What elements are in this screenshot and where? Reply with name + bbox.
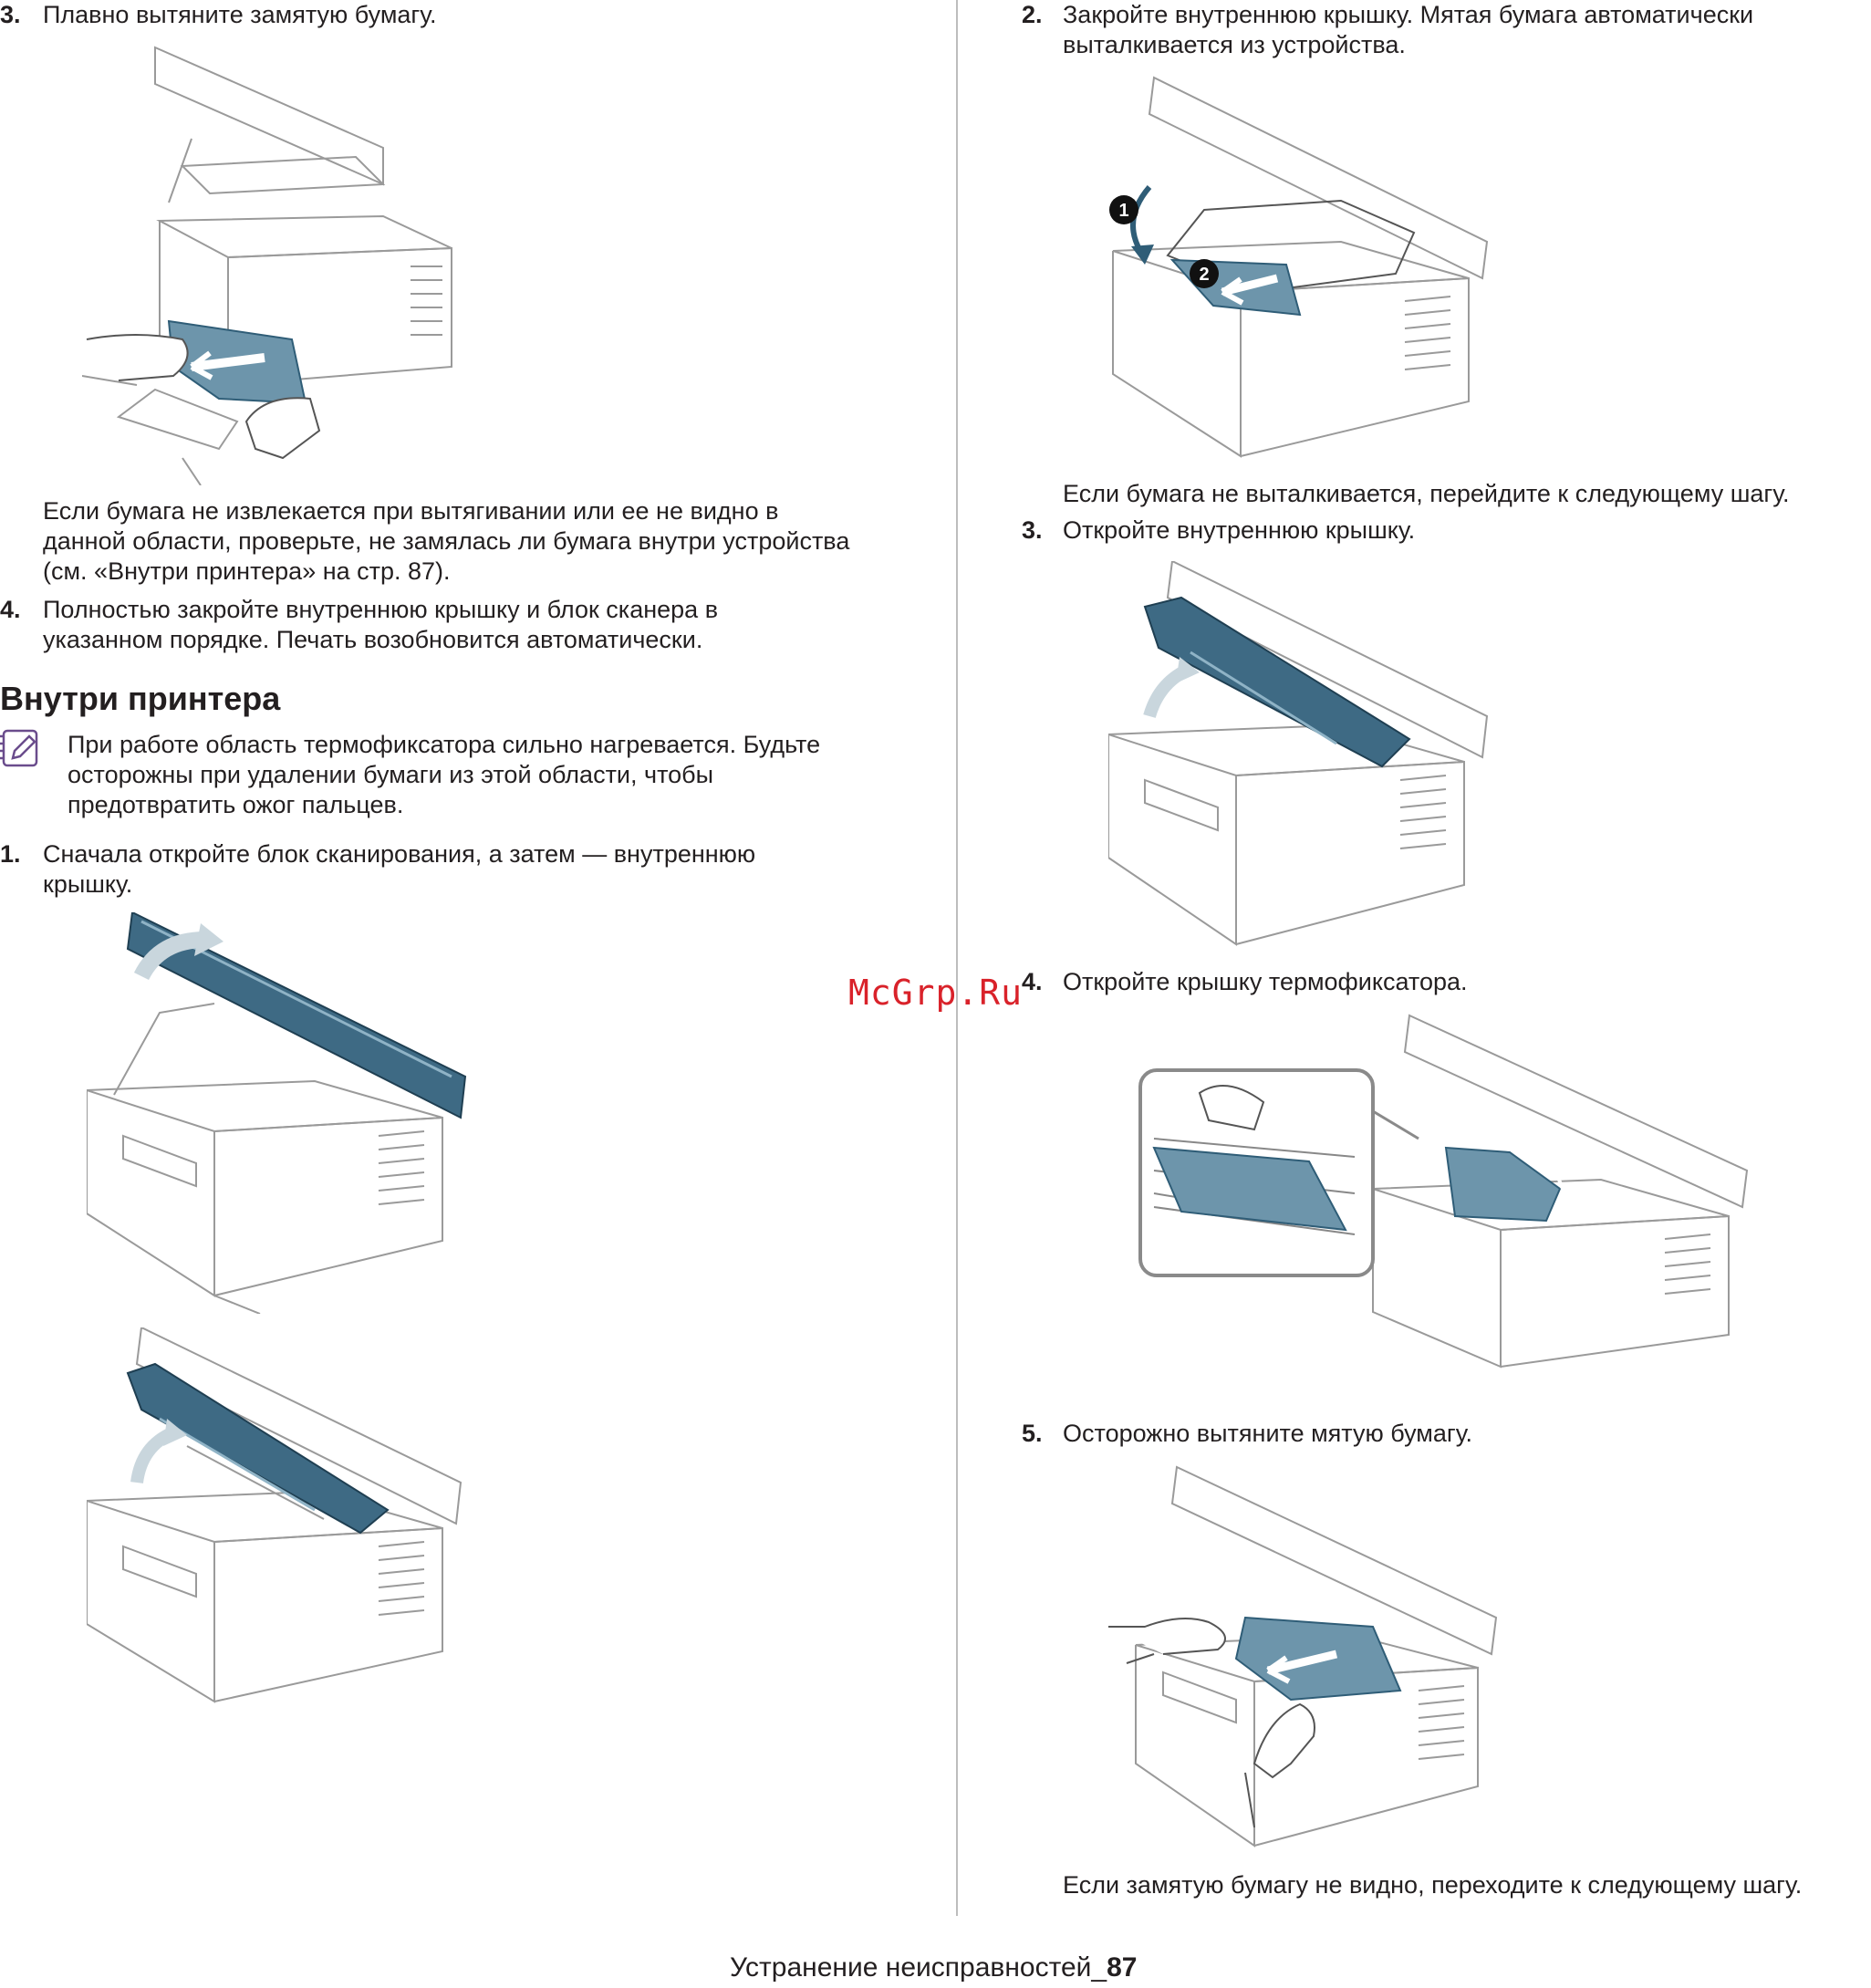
note-line: При работе область термофиксатора сильно… bbox=[68, 731, 821, 758]
note-line: осторожны при удалении бумаги из этой об… bbox=[68, 761, 714, 788]
illustration-open-scanner bbox=[87, 912, 479, 1314]
paragraph: Если замятую бумагу не видно, переходите… bbox=[1063, 1871, 1803, 1899]
step-text: Осторожно вытяните мятую бумагу. bbox=[1063, 1420, 1473, 1447]
callout-1: 1 bbox=[1118, 201, 1128, 221]
step-number: 3. bbox=[0, 1, 21, 28]
step-number: 5. bbox=[1022, 1420, 1043, 1447]
illustration-pull-paper-tray bbox=[82, 38, 556, 485]
paragraph: Если бумага не выталкивается, перейдите … bbox=[1063, 480, 1790, 507]
footer-label: Устранение неисправностей_ bbox=[730, 1952, 1107, 1983]
page-number: 87 bbox=[1107, 1952, 1138, 1983]
step-text-line: Полностью закройте внутреннюю крышку и б… bbox=[43, 596, 719, 623]
step-number: 4. bbox=[1022, 968, 1043, 995]
step-text-line: Закройте внутреннюю крышку. Мятая бумага… bbox=[1063, 1, 1754, 28]
illustration-pull-jammed-paper bbox=[1108, 1462, 1510, 1864]
column-divider bbox=[956, 0, 958, 1916]
section-heading: Внутри принтера bbox=[0, 680, 281, 717]
watermark: McGrp.Ru bbox=[848, 973, 1024, 1013]
illustration-open-fuser-cover bbox=[1127, 1011, 1756, 1371]
step-number: 2. bbox=[1022, 1, 1043, 28]
note-line: предотвратить ожог пальцев. bbox=[68, 791, 404, 818]
page-footer: Устранение неисправностей_87 bbox=[730, 1952, 1137, 1983]
step-text: Откройте крышку термофиксатора. bbox=[1063, 968, 1468, 995]
step-text: Плавно вытяните замятую бумагу. bbox=[43, 1, 437, 28]
step-text-line: выталкивается из устройства. bbox=[1063, 31, 1406, 58]
step-text-line: крышку. bbox=[43, 870, 133, 898]
step-text-line: указанном порядке. Печать возобновится а… bbox=[43, 626, 703, 653]
callout-2: 2 bbox=[1199, 265, 1209, 285]
step-text-line: Сначала откройте блок сканирования, а за… bbox=[43, 840, 756, 868]
illustration-open-inner-cover bbox=[87, 1327, 479, 1711]
step-number: 3. bbox=[1022, 516, 1043, 544]
note-pencil-icon bbox=[0, 727, 42, 769]
step-number: 1. bbox=[0, 840, 21, 868]
illustration-close-inner-cover: 1 2 bbox=[1104, 73, 1505, 474]
step-number: 4. bbox=[0, 596, 21, 623]
illustration-open-inner-cover-2 bbox=[1108, 561, 1501, 953]
paragraph: Если бумага не извлекается при вытягиван… bbox=[43, 497, 850, 585]
step-text: Откройте внутреннюю крышку. bbox=[1063, 516, 1416, 544]
